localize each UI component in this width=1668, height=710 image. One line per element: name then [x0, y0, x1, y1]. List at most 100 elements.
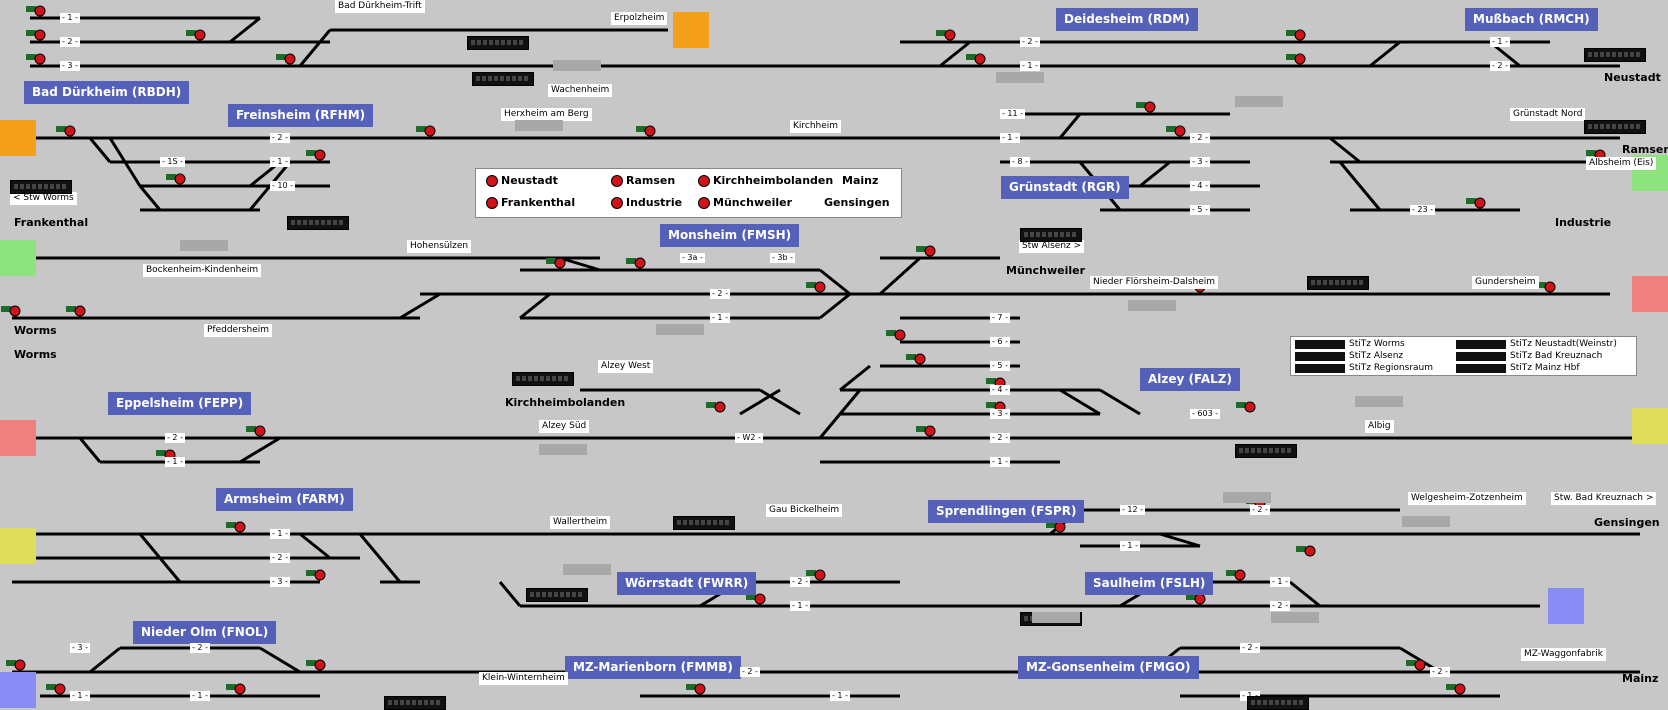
- track-number-plate[interactable]: - 1 -: [270, 529, 290, 539]
- track-number-plate[interactable]: - 2 -: [1270, 601, 1290, 611]
- signal[interactable]: [1236, 401, 1256, 413]
- train-number-display[interactable]: [1020, 228, 1082, 242]
- track-segment[interactable]: [839, 364, 871, 392]
- track-number-plate[interactable]: - 1S -: [160, 157, 186, 167]
- track-segment[interactable]: [559, 256, 601, 272]
- train-number-display[interactable]: [1235, 444, 1297, 458]
- signal[interactable]: [276, 53, 296, 65]
- signal[interactable]: [26, 5, 46, 17]
- train-number-display[interactable]: [512, 372, 574, 386]
- signal[interactable]: [186, 29, 206, 41]
- signal[interactable]: [26, 53, 46, 65]
- track-number-plate[interactable]: - 2 -: [1430, 667, 1450, 677]
- track-number-plate[interactable]: - 5 -: [990, 361, 1010, 371]
- track-number-plate[interactable]: - 2 -: [270, 553, 290, 563]
- track-number-plate[interactable]: - 2 -: [165, 433, 185, 443]
- edge-connector-blue-saulheim[interactable]: [1548, 588, 1584, 624]
- edge-connector-green-west[interactable]: [0, 240, 36, 276]
- signal[interactable]: [416, 125, 436, 137]
- signal[interactable]: [46, 683, 66, 695]
- signal[interactable]: [1226, 569, 1246, 581]
- track-number-plate[interactable]: - 3 -: [1190, 157, 1210, 167]
- track-number-plate[interactable]: - 2 -: [60, 37, 80, 47]
- track-segment[interactable]: [399, 292, 441, 320]
- track-segment[interactable]: [1099, 388, 1141, 416]
- edge-connector-red-gundersheim[interactable]: [1632, 276, 1668, 312]
- track-number-plate[interactable]: - 2 -: [990, 433, 1010, 443]
- train-number-display[interactable]: [1584, 48, 1646, 62]
- track-number-plate[interactable]: - 1 -: [710, 313, 730, 323]
- edge-connector-yellow-west[interactable]: [0, 528, 36, 564]
- track-segment[interactable]: [138, 533, 182, 583]
- signal[interactable]: [26, 29, 46, 41]
- signal[interactable]: [66, 305, 86, 317]
- track-segment[interactable]: [88, 137, 112, 163]
- track-segment[interactable]: [519, 292, 551, 320]
- track-number-plate[interactable]: - 2 -: [190, 643, 210, 653]
- track-number-plate[interactable]: - 1 -: [990, 457, 1010, 467]
- track-segment[interactable]: [878, 256, 922, 296]
- track-segment[interactable]: [108, 137, 142, 187]
- track-segment[interactable]: [739, 388, 781, 416]
- track-segment[interactable]: [818, 389, 862, 439]
- track-segment[interactable]: [298, 29, 332, 67]
- signal[interactable]: [1446, 683, 1466, 695]
- track-segment[interactable]: [299, 532, 331, 560]
- track-number-plate[interactable]: - 12 -: [1120, 505, 1146, 515]
- track-number-plate[interactable]: - 1 -: [270, 157, 290, 167]
- track-segment[interactable]: [239, 436, 281, 464]
- signal[interactable]: [56, 125, 76, 137]
- train-number-display[interactable]: [472, 72, 534, 86]
- train-number-display[interactable]: [1307, 276, 1369, 290]
- place-label[interactable]: Stw Alsenz >: [1019, 240, 1085, 253]
- track-number-plate[interactable]: - 1 -: [165, 457, 185, 467]
- track-number-plate[interactable]: - 11 -: [1000, 109, 1026, 119]
- signal[interactable]: [226, 521, 246, 533]
- track-number-plate[interactable]: - 1 -: [1270, 577, 1290, 587]
- track-number-plate[interactable]: - 7 -: [990, 313, 1010, 323]
- track-number-plate[interactable]: - 3a -: [680, 253, 705, 263]
- track-segment[interactable]: [89, 646, 121, 674]
- track-segment[interactable]: [819, 292, 851, 320]
- track-number-plate[interactable]: - 4 -: [990, 385, 1010, 395]
- track-segment[interactable]: [759, 388, 801, 416]
- track-number-plate[interactable]: - 1 -: [1120, 541, 1140, 551]
- signal[interactable]: [686, 683, 706, 695]
- signal[interactable]: [166, 173, 186, 185]
- signal[interactable]: [306, 149, 326, 161]
- edge-connector-orange-erpolzheim[interactable]: [673, 12, 709, 48]
- track-segment[interactable]: [1289, 580, 1321, 608]
- place-label[interactable]: < Stw Worms: [10, 192, 77, 205]
- track-segment[interactable]: [1159, 532, 1201, 548]
- track-segment[interactable]: [358, 533, 402, 583]
- signal[interactable]: [1286, 29, 1306, 41]
- track-number-plate[interactable]: - 2 -: [740, 667, 760, 677]
- signal[interactable]: [936, 29, 956, 41]
- signal[interactable]: [636, 125, 656, 137]
- track-number-plate[interactable]: - 2 -: [1020, 37, 1040, 47]
- signal[interactable]: [886, 329, 906, 341]
- track-number-plate[interactable]: - 2 -: [790, 577, 810, 587]
- track-segment[interactable]: [138, 185, 162, 211]
- track-number-plate[interactable]: - 2 -: [270, 133, 290, 143]
- track-number-plate[interactable]: - 4 -: [1190, 181, 1210, 191]
- track-segment[interactable]: [78, 437, 102, 463]
- track-number-plate[interactable]: - 1 -: [1020, 61, 1040, 71]
- signal[interactable]: [1466, 197, 1486, 209]
- signal[interactable]: [806, 569, 826, 581]
- track-segment[interactable]: [1338, 161, 1382, 211]
- signal[interactable]: [1166, 125, 1186, 137]
- track-number-plate[interactable]: - W2 -: [735, 433, 763, 443]
- track-number-plate[interactable]: - 2 -: [1250, 505, 1270, 515]
- track-number-plate[interactable]: - 1 -: [830, 691, 850, 701]
- track-segment[interactable]: [229, 16, 261, 44]
- track-segment[interactable]: [1369, 40, 1401, 68]
- track-segment[interactable]: [498, 581, 522, 607]
- signal[interactable]: [1, 305, 21, 317]
- track-number-plate[interactable]: - 23 -: [1410, 205, 1436, 215]
- train-number-display[interactable]: [287, 216, 349, 230]
- signal[interactable]: [246, 425, 266, 437]
- track-number-plate[interactable]: - 3 -: [70, 643, 90, 653]
- track-number-plate[interactable]: - 3 -: [990, 409, 1010, 419]
- track-segment[interactable]: [1059, 388, 1101, 416]
